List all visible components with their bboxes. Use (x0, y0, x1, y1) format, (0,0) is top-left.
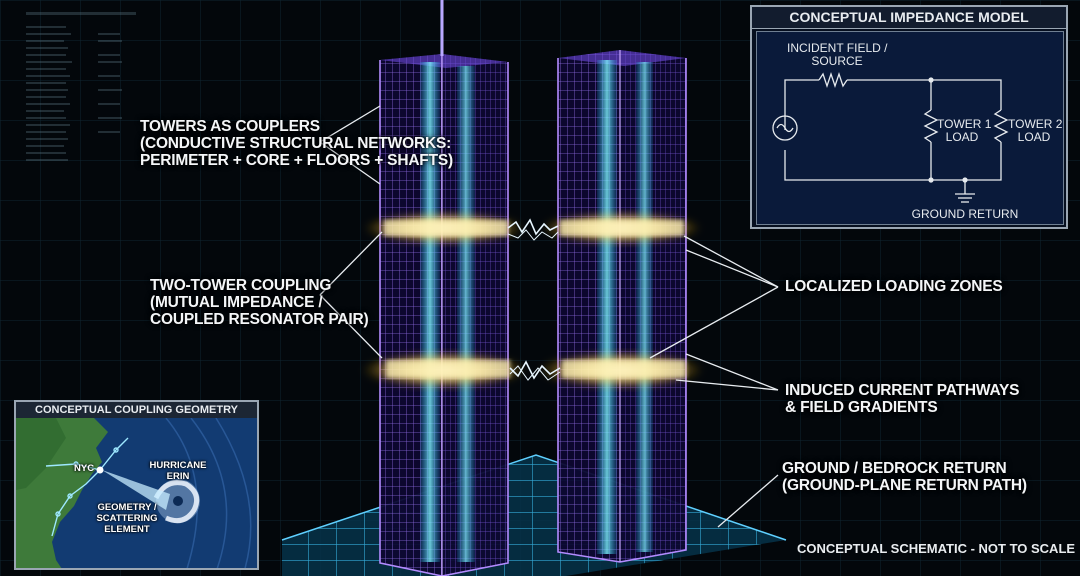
callout-line: (CONDUCTIVE STRUCTURAL NETWORKS: (140, 135, 452, 152)
scattering-element-label: GEOMETRY / SCATTERING ELEMENT (94, 502, 160, 535)
ground-return-label: GROUND RETURN (911, 207, 1019, 221)
tower1-label-line: TOWER 1 (937, 117, 992, 131)
source-resistor (818, 71, 848, 89)
callout-line: (MUTUAL IMPEDANCE / (150, 294, 323, 311)
nyc-label: NYC (74, 463, 95, 474)
callout-line: LOCALIZED LOADING ZONES (785, 278, 1003, 295)
callout-line: TWO-TOWER COUPLING (150, 277, 332, 294)
element-label-line: SCATTERING (96, 513, 158, 524)
background-data-glyphs (26, 12, 136, 161)
callout-towers-as-couplers: TOWERS AS COUPLERS (CONDUCTIVE STRUCTURA… (140, 118, 453, 169)
tower2-label-line: LOAD (1017, 130, 1051, 144)
coupling-beam (102, 470, 170, 510)
impedance-model-panel: CONCEPTUAL IMPEDANCE MODEL (750, 5, 1068, 229)
ocean-swells (165, 418, 252, 568)
element-label-line: GEOMETRY / (97, 502, 157, 513)
callout-line: & FIELD GRADIENTS (785, 399, 938, 416)
network-lines (45, 437, 129, 537)
loading-zone-lower (362, 352, 703, 388)
callout-two-tower-coupling: TWO-TOWER COUPLING (MUTUAL IMPEDANCE / C… (150, 277, 369, 328)
callout-line: PERIMETER + CORE + FLOORS + SHAFTS) (140, 152, 453, 169)
callout-line: COUPLED RESONATOR PAIR) (150, 311, 369, 328)
callout-line: TOWERS AS COUPLERS (140, 118, 320, 135)
element-label-line: ELEMENT (104, 524, 150, 535)
coupling-map (16, 418, 257, 568)
leader-lines (319, 105, 779, 528)
tower-2 (557, 50, 687, 563)
callout-line: INDUCED CURRENT PATHWAYS (785, 382, 1020, 399)
impedance-model-title: CONCEPTUAL IMPEDANCE MODEL (752, 7, 1066, 29)
tower2-resistor (993, 109, 1009, 143)
source-label-line: INCIDENT FIELD / (787, 41, 888, 55)
loading-zone-upper (364, 212, 701, 244)
hurricane-label-line: HURRICANE (149, 460, 207, 471)
callout-localized-loading-zones: LOCALIZED LOADING ZONES (785, 278, 1003, 295)
coupling-geometry-panel: CONCEPTUAL COUPLING GEOMETRY NYC HURRICA… (14, 400, 259, 570)
nyc-marker (96, 466, 104, 474)
callout-line: (GROUND-PLANE RETURN PATH) (782, 477, 1027, 494)
hurricane-label: HURRICANE ERIN (148, 460, 208, 482)
callout-ground-return: GROUND / BEDROCK RETURN (GROUND-PLANE RE… (782, 460, 1027, 494)
circuit-diagram (772, 71, 1009, 203)
tower1-label-line: LOAD (945, 130, 979, 144)
tower-1 (379, 0, 509, 576)
source-label: INCIDENT FIELD / SOURCE (787, 42, 887, 68)
coupling-geometry-title: CONCEPTUAL COUPLING GEOMETRY (16, 402, 257, 419)
impedance-circuit: INCIDENT FIELD / SOURCE TOWER 1 LOAD TOW… (756, 31, 1064, 225)
callout-line: GROUND / BEDROCK RETURN (782, 460, 1007, 477)
footer-note: CONCEPTUAL SCHEMATIC - NOT TO SCALE (797, 541, 1076, 556)
tower2-load-label: TOWER 2 LOAD (1008, 117, 1063, 144)
ac-source-icon (772, 115, 798, 141)
hurricane-label-line: ERIN (166, 471, 190, 482)
tower1-load-label: TOWER 1 LOAD (937, 117, 992, 144)
tower2-label-line: TOWER 2 (1008, 117, 1063, 131)
source-label-line: SOURCE (811, 54, 863, 68)
callout-induced-current: INDUCED CURRENT PATHWAYS & FIELD GRADIEN… (785, 382, 1020, 416)
hurricane-icon (153, 479, 200, 524)
tower1-resistor (923, 109, 939, 143)
inter-tower-arcs (507, 218, 561, 381)
